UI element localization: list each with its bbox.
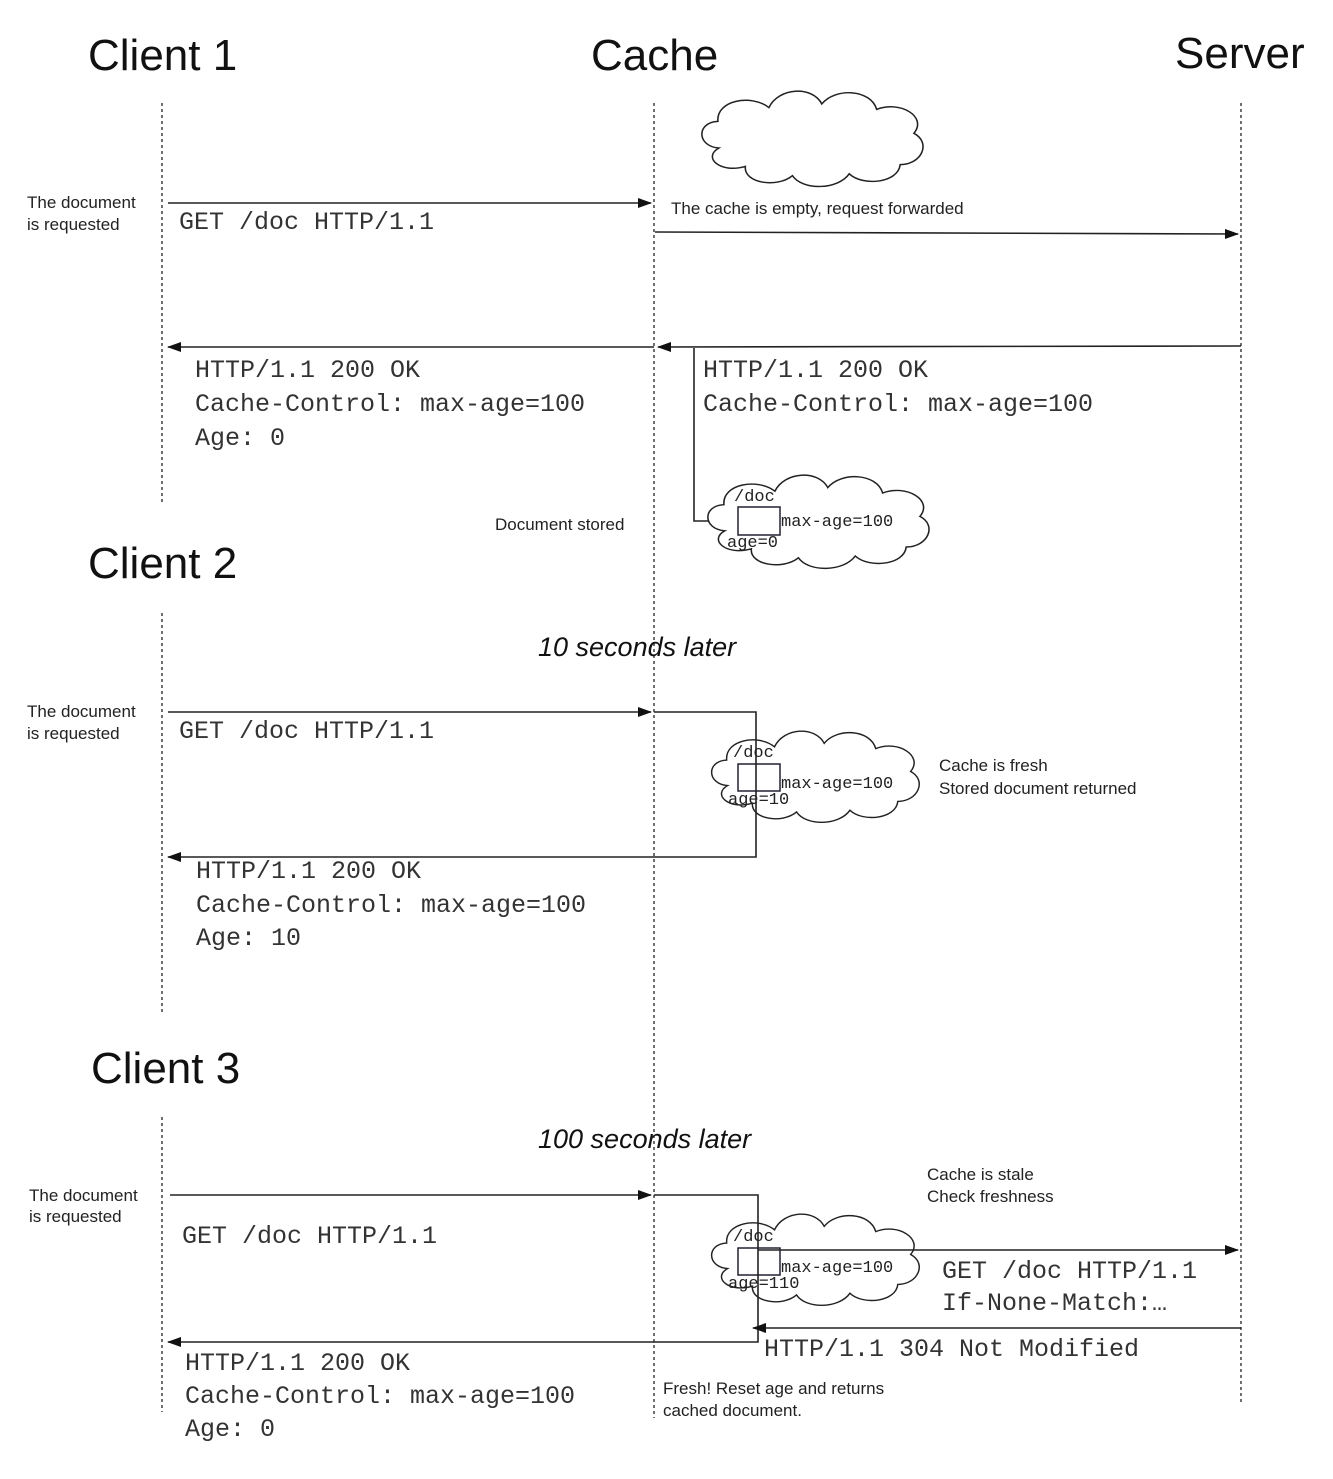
response-arrow-cache-to-client3 — [167, 1194, 759, 1347]
client-response-text-3: HTTP/1.1 200 OK Cache-Control: max-age=1… — [185, 1349, 590, 1444]
client-2-title: Client 2 — [88, 539, 237, 588]
note-cache-stale: Cache is stale Check freshness — [927, 1165, 1054, 1206]
note-cache-fresh: Cache is fresh Stored document returned — [939, 756, 1137, 798]
cloud-age-label: age=0 — [727, 534, 778, 553]
client-1-title: Client 1 — [88, 31, 237, 80]
cache-cloud-stale: /doc max-age=100 age=110 — [710, 1213, 920, 1307]
client-response-text-1: HTTP/1.1 200 OK Cache-Control: max-age=1… — [195, 356, 600, 453]
cloud-maxage-label: max-age=100 — [781, 513, 893, 532]
document-box — [737, 1247, 781, 1276]
note-document-requested-1: The document is requested — [27, 193, 140, 234]
request-text-2: GET /doc HTTP/1.1 — [179, 717, 434, 746]
document-box — [737, 506, 781, 536]
ten-seconds-later-label: 10 seconds later — [538, 632, 737, 662]
request-text-1: GET /doc HTTP/1.1 — [179, 208, 434, 237]
cache-cloud-fresh: /doc max-age=100 age=10 — [710, 730, 920, 824]
not-modified-text: HTTP/1.1 304 Not Modified — [764, 1335, 1139, 1364]
hundred-seconds-later-label: 100 seconds later — [538, 1124, 752, 1154]
cloud-maxage-label: max-age=100 — [781, 775, 893, 794]
cloud-maxage-label: max-age=100 — [781, 1259, 893, 1278]
note-fresh-reset: Fresh! Reset age and returns cached docu… — [663, 1379, 889, 1420]
cache-cloud-stored: /doc max-age=100 age=0 — [707, 474, 930, 570]
cloud-doc-label: /doc — [733, 744, 774, 763]
cloud-age-label: age=10 — [728, 791, 789, 810]
request-text-3: GET /doc HTTP/1.1 — [182, 1222, 437, 1251]
note-document-stored: Document stored — [495, 515, 624, 534]
document-box — [737, 763, 781, 792]
forward-arrow-cache-to-server — [654, 228, 1239, 239]
server-response-text-1: HTTP/1.1 200 OK Cache-Control: max-age=1… — [703, 356, 1093, 419]
note-document-requested-3: The document is requested — [29, 1186, 142, 1226]
empty-cache-cloud — [701, 90, 924, 188]
response-arrow-server-to-cache — [657, 341, 1242, 352]
server-title: Server — [1175, 29, 1305, 78]
cloud-age-label: age=110 — [728, 1275, 799, 1294]
note-cache-empty: The cache is empty, request forwarded — [671, 199, 964, 218]
client-3-title: Client 3 — [91, 1044, 240, 1093]
note-document-requested-2: The document is requested — [27, 702, 140, 743]
response-arrow-cache-to-client2 — [167, 711, 757, 862]
cloud-doc-label: /doc — [733, 1228, 774, 1247]
revalidate-request-text: GET /doc HTTP/1.1 If-None-Match:… — [942, 1257, 1212, 1318]
cloud-doc-label: /doc — [734, 488, 775, 507]
cache-title: Cache — [591, 31, 718, 80]
client-response-text-2: HTTP/1.1 200 OK Cache-Control: max-age=1… — [196, 857, 601, 953]
